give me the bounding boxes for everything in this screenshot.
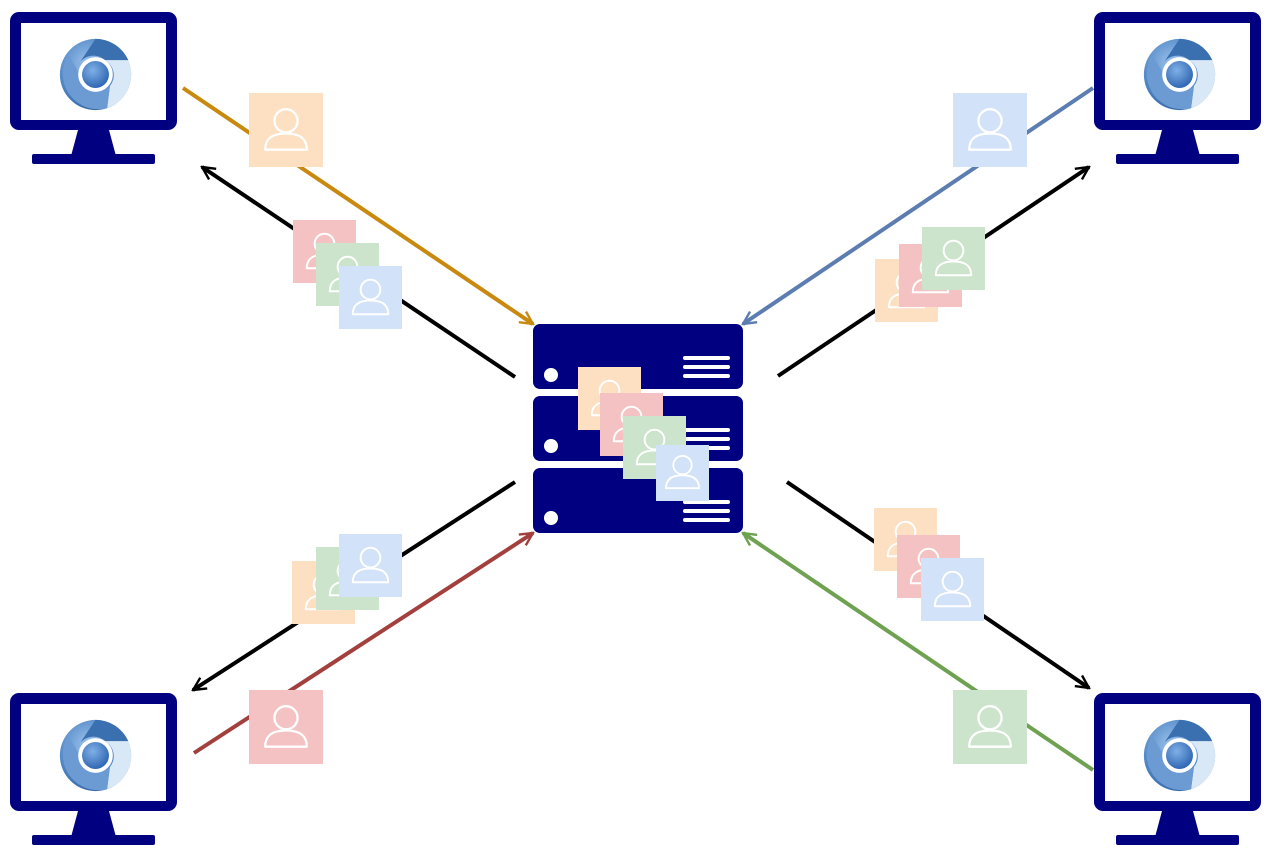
chromium-browser-icon bbox=[59, 38, 132, 111]
client-monitor-top-right bbox=[1094, 12, 1261, 164]
upload-arrow-top-right bbox=[743, 86, 1095, 326]
user-avatar-icon bbox=[922, 227, 985, 290]
user-avatar-icon bbox=[656, 445, 709, 501]
user-avatar-icon bbox=[921, 558, 984, 621]
server-avatars bbox=[578, 367, 709, 501]
download-avatars-top-right bbox=[875, 227, 985, 322]
user-avatar-icon bbox=[339, 266, 402, 329]
upload-avatars bbox=[249, 93, 1027, 764]
upload-arrow-bottom-right bbox=[743, 531, 1095, 772]
chromium-browser-icon bbox=[1143, 719, 1216, 792]
client-monitor-bottom-right bbox=[1094, 693, 1261, 845]
user-avatar-icon bbox=[953, 690, 1027, 764]
user-avatar-icon bbox=[249, 93, 323, 167]
download-avatars-bottom-right bbox=[874, 508, 984, 621]
user-avatar-icon bbox=[953, 93, 1027, 167]
user-avatar-icon bbox=[339, 534, 402, 597]
client-monitor-bottom-left bbox=[10, 693, 177, 845]
chromium-browser-icon bbox=[59, 719, 132, 792]
client-monitor-top-left bbox=[10, 12, 177, 164]
upload-arrow-top-left bbox=[181, 86, 533, 326]
download-avatars-bottom-left bbox=[292, 534, 402, 624]
download-avatars-top-left bbox=[293, 220, 402, 329]
chromium-browser-icon bbox=[1143, 38, 1216, 111]
user-avatar-icon bbox=[249, 690, 323, 764]
